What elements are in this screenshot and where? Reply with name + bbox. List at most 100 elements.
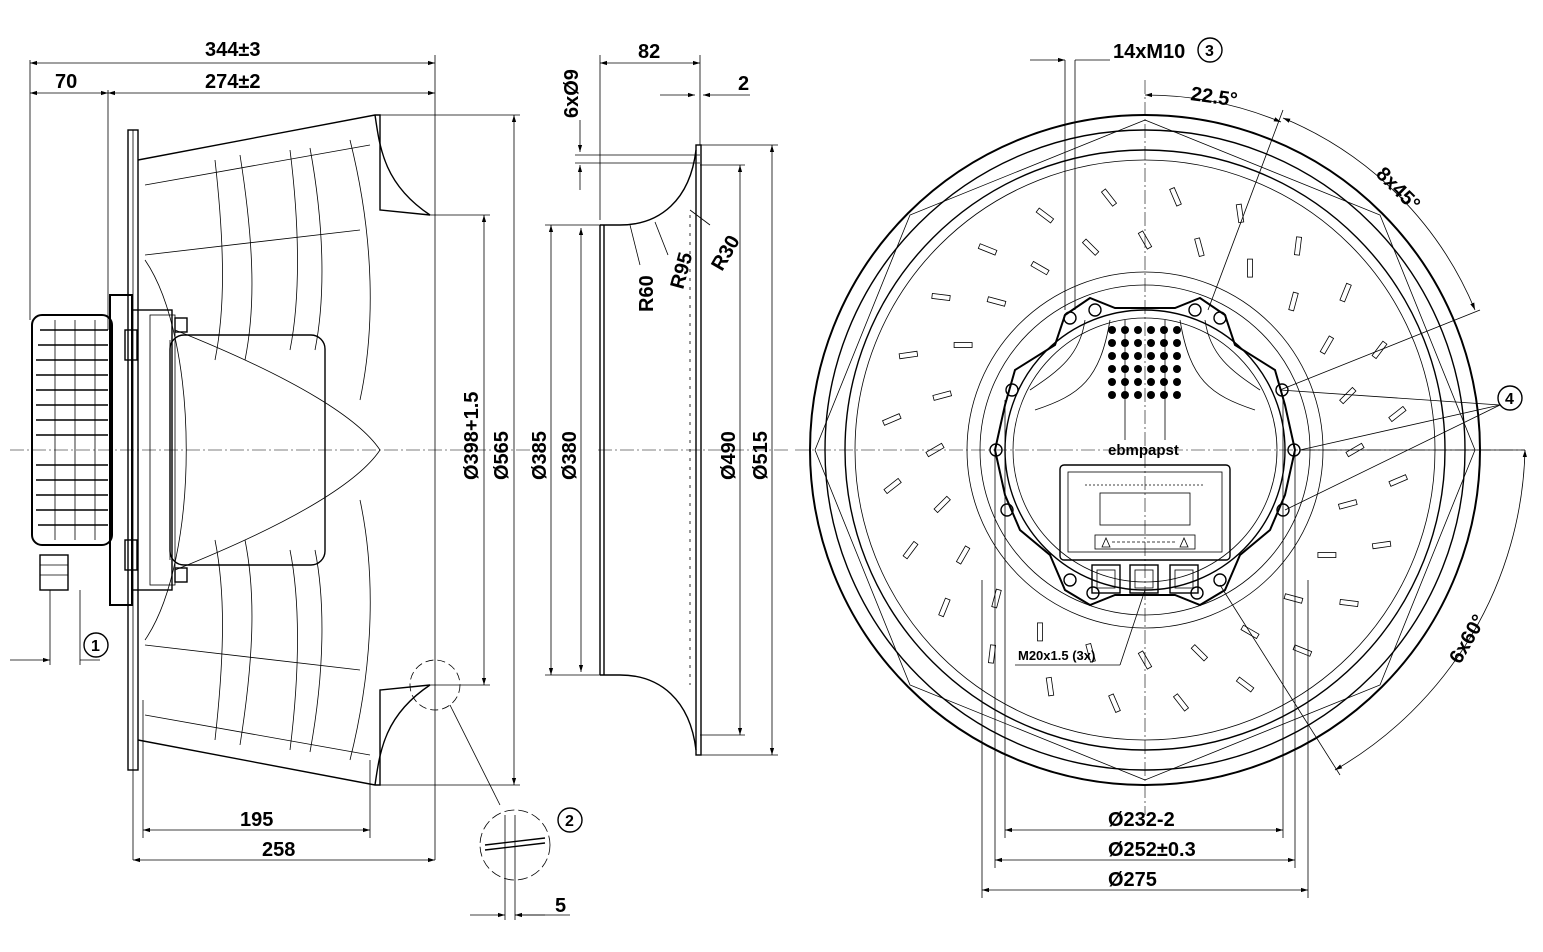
angle-8x45: 8x45° — [1371, 163, 1424, 216]
terminal-dot — [1160, 339, 1168, 347]
terminal-dot — [1173, 391, 1181, 399]
blade-slot — [1030, 260, 1050, 276]
terminal-dot — [1134, 378, 1142, 386]
ebmpapst-logo: ebmpapst — [1108, 442, 1179, 459]
blade-slot — [933, 495, 951, 514]
nozzle-view: 82 2 6xØ9 R60 R95 R30 Ø385 Ø380 — [529, 41, 790, 756]
terminal-dot — [1134, 339, 1142, 347]
dim-344: 344±3 — [205, 39, 260, 61]
blade-slot — [1240, 624, 1260, 640]
terminal-dot — [1121, 339, 1129, 347]
dim-6x9: 6xØ9 — [561, 69, 583, 118]
terminal-dot — [1147, 391, 1155, 399]
callout-4-circle — [1497, 385, 1523, 411]
terminal-dot — [1134, 365, 1142, 373]
dim-70: 70 — [55, 71, 77, 93]
blade-slot — [1100, 188, 1118, 207]
terminal-dots — [1108, 326, 1181, 399]
dim-5: 5 — [555, 895, 566, 917]
blade-slot — [1283, 593, 1304, 604]
terminal-dot — [1147, 378, 1155, 386]
terminal-dot — [1173, 339, 1181, 347]
terminal-dot — [1147, 352, 1155, 360]
blade-slot — [882, 413, 902, 426]
blade-slot — [1194, 237, 1205, 258]
blade-slot — [986, 296, 1007, 307]
blade-slot — [898, 350, 919, 360]
dim-195: 195 — [240, 809, 273, 831]
dim-275: Ø275 — [1108, 869, 1157, 891]
callout-4: 4 — [1505, 391, 1514, 408]
blade-slot — [902, 540, 919, 560]
blade-slot — [1085, 642, 1096, 663]
dim-490: Ø490 — [718, 431, 740, 480]
terminal-dot — [1121, 352, 1129, 360]
blade-slot — [977, 243, 998, 256]
terminal-dot — [1134, 352, 1142, 360]
angle-6x60: 6x60° — [1445, 611, 1490, 667]
blade-slot — [1371, 340, 1388, 360]
blade-slot — [1037, 622, 1043, 642]
terminal-dot — [1160, 365, 1168, 373]
dim-2: 2 — [738, 73, 749, 95]
callout-1-circle — [83, 632, 109, 658]
terminal-dot — [1160, 378, 1168, 386]
blade-slot — [1108, 693, 1121, 713]
terminal-dot — [1121, 365, 1129, 373]
dim-252: Ø252±0.3 — [1108, 839, 1196, 861]
terminal-dot — [1173, 365, 1181, 373]
blade-slot — [1319, 335, 1335, 355]
blade-slot — [1317, 552, 1337, 558]
blade-slot — [883, 477, 902, 495]
terminal-dot — [1173, 378, 1181, 386]
callout-3: 3 — [1205, 43, 1214, 60]
blade-slot — [953, 342, 973, 348]
blade-slot — [1288, 291, 1299, 312]
label-14xm10: 14xM10 — [1113, 41, 1185, 63]
blade-slot — [1293, 236, 1303, 256]
blade-slot — [1045, 676, 1055, 697]
terminal-dot — [1147, 365, 1155, 373]
dim-258: 258 — [262, 839, 295, 861]
blade-slot — [1388, 405, 1407, 423]
terminal-dot — [1173, 352, 1181, 360]
dim-565: Ø565 — [491, 431, 513, 480]
blade-slot — [1371, 540, 1392, 550]
terminal-dot — [1160, 391, 1168, 399]
blade-slot — [1081, 238, 1100, 256]
callout-3-circle — [1197, 37, 1223, 63]
dim-385: Ø385 — [529, 431, 551, 480]
blade-slot — [1339, 598, 1359, 608]
terminal-dot — [1173, 326, 1181, 334]
callout-2: 2 — [565, 813, 574, 830]
dim-82: 82 — [638, 41, 660, 63]
terminal-dot — [1121, 391, 1129, 399]
terminal-dot — [1134, 391, 1142, 399]
front-view: ebmpapst 14xM10 3 22.5° — [795, 37, 1527, 898]
terminal-dot — [1108, 391, 1116, 399]
radius-60: R60 — [636, 275, 658, 312]
terminal-dot — [1147, 326, 1155, 334]
terminal-dot — [1147, 339, 1155, 347]
terminal-dot — [1160, 352, 1168, 360]
blade-slot — [931, 292, 951, 302]
terminal-dot — [1108, 326, 1116, 334]
dim-232: Ø232-2 — [1108, 809, 1175, 831]
terminal-dot — [1121, 378, 1129, 386]
blade-slot — [1172, 693, 1190, 712]
terminal-dot — [1108, 378, 1116, 386]
blade-slot — [991, 588, 1002, 609]
blade-slot — [1235, 676, 1255, 693]
terminal-dot — [1108, 339, 1116, 347]
blade-slot — [938, 597, 951, 618]
terminal-dot — [1108, 352, 1116, 360]
terminal-dot — [1134, 326, 1142, 334]
dim-515: Ø515 — [750, 431, 772, 480]
angle-22-5: 22.5° — [1189, 83, 1239, 111]
blade-slot — [987, 644, 997, 664]
radius-30: R30 — [707, 232, 744, 275]
callout-1: 1 — [91, 638, 100, 655]
blade-slot — [955, 545, 971, 565]
terminal-dot — [1160, 326, 1168, 334]
